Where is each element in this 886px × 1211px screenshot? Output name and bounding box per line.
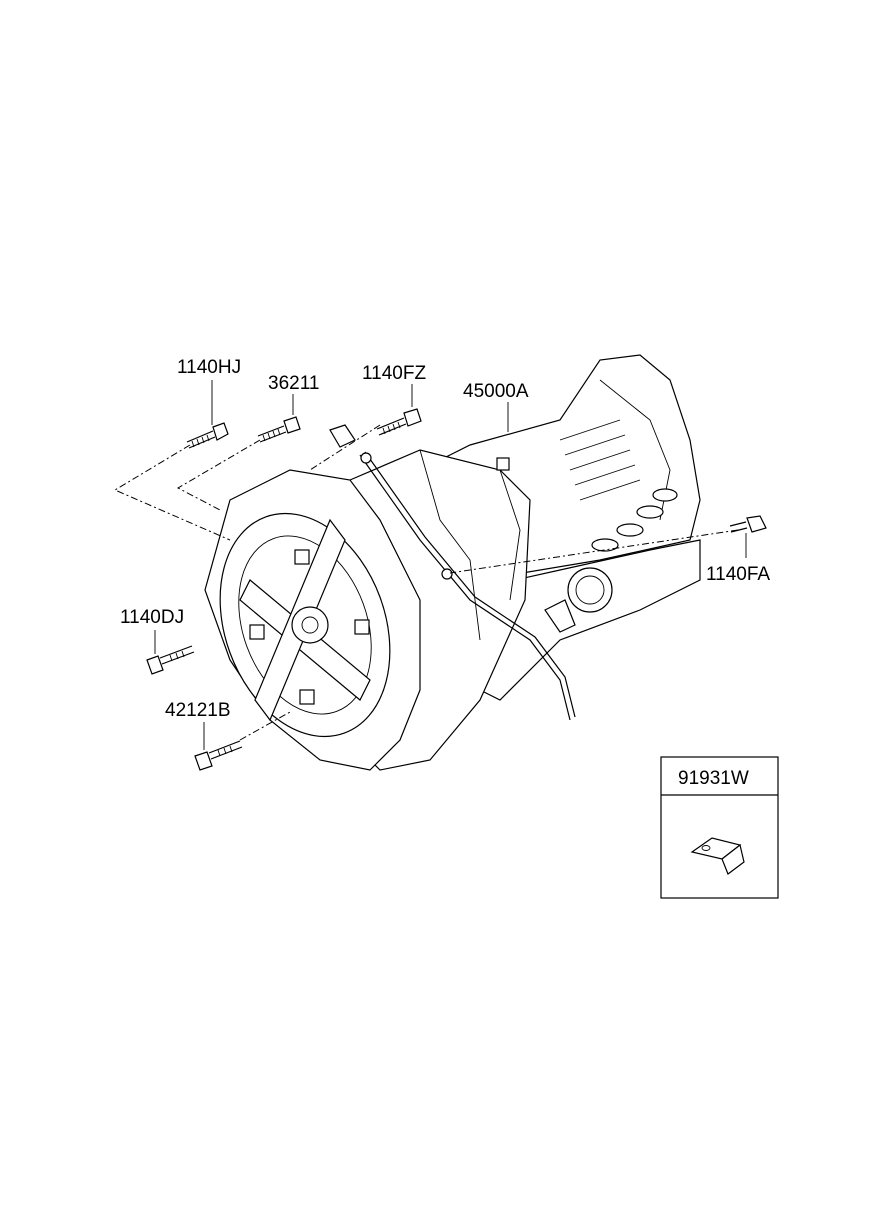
leader-lines (113, 424, 739, 741)
label-42121B: 42121B (165, 700, 231, 721)
label-1140FZ: 1140FZ (362, 363, 426, 384)
bolt-1140HJ (186, 380, 229, 449)
transmission-assembly (204, 354, 701, 771)
bolt-1140FA (729, 515, 767, 558)
bracket-clip-icon (690, 837, 745, 875)
inset-box-91931W: 91931W (660, 756, 779, 899)
bolt-42121B (194, 722, 243, 771)
bolt-1140FZ (376, 384, 422, 436)
label-91931W: 91931W (678, 768, 749, 789)
label-1140HJ: 1140HJ (177, 357, 241, 378)
label-36211: 36211 (268, 373, 319, 394)
label-45000A: 45000A (463, 381, 529, 402)
label-1140FA: 1140FA (706, 564, 770, 585)
bolt-1140DJ (146, 630, 195, 675)
label-1140DJ: 1140DJ (120, 607, 184, 628)
bolt-36211 (257, 394, 301, 443)
